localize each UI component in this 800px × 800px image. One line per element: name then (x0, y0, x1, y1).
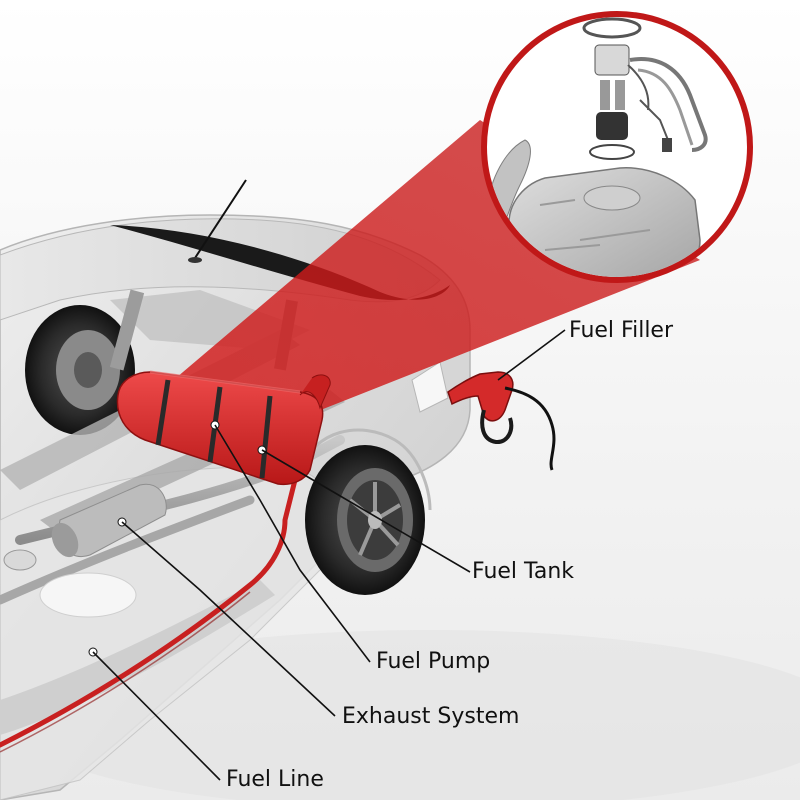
label-fuel-pump: Fuel Pump (376, 649, 491, 674)
rear-right-wheel (305, 445, 425, 595)
label-fuel-tank: Fuel Tank (472, 559, 574, 584)
leader-fuel-filler (497, 329, 566, 381)
label-fuel-line: Fuel Line (226, 767, 324, 792)
leader-exhaust-system (121, 521, 336, 717)
fuel-pump-assembly-icon (481, 11, 753, 283)
rear-spoiler (110, 225, 450, 301)
label-fuel-filler: Fuel Filler (569, 318, 674, 343)
muffler (51, 483, 167, 558)
label-exhaust-system: Exhaust System (342, 704, 520, 729)
fuel-nozzle-icon (447, 371, 556, 471)
leader-lines (92, 329, 566, 781)
leader-fuel-tank (261, 449, 471, 573)
leader-fuel-pump (214, 424, 371, 663)
leader-fuel-line (92, 651, 221, 781)
